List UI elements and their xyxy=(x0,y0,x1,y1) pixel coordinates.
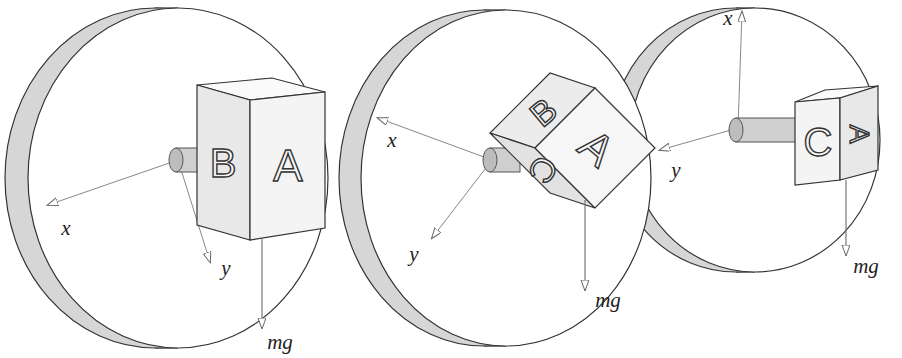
wheel-2 xyxy=(339,10,655,346)
wheel-3 xyxy=(611,8,880,272)
cube-face-letter: A xyxy=(845,125,873,144)
cube-face-letter: A xyxy=(273,144,302,188)
cube-face-letter: B xyxy=(210,143,237,183)
axis-label: x xyxy=(61,218,70,239)
axis-label: x xyxy=(387,130,396,151)
force-label: mg xyxy=(853,256,879,277)
axis-label: y xyxy=(671,160,680,181)
force-label: mg xyxy=(267,332,293,353)
axis-label: y xyxy=(221,258,230,279)
cube-face-letter: C xyxy=(804,122,833,162)
force-label: mg xyxy=(595,290,621,311)
axis-label: x xyxy=(723,8,732,29)
wheel-1 xyxy=(5,8,328,348)
axis-label: y xyxy=(409,244,418,265)
